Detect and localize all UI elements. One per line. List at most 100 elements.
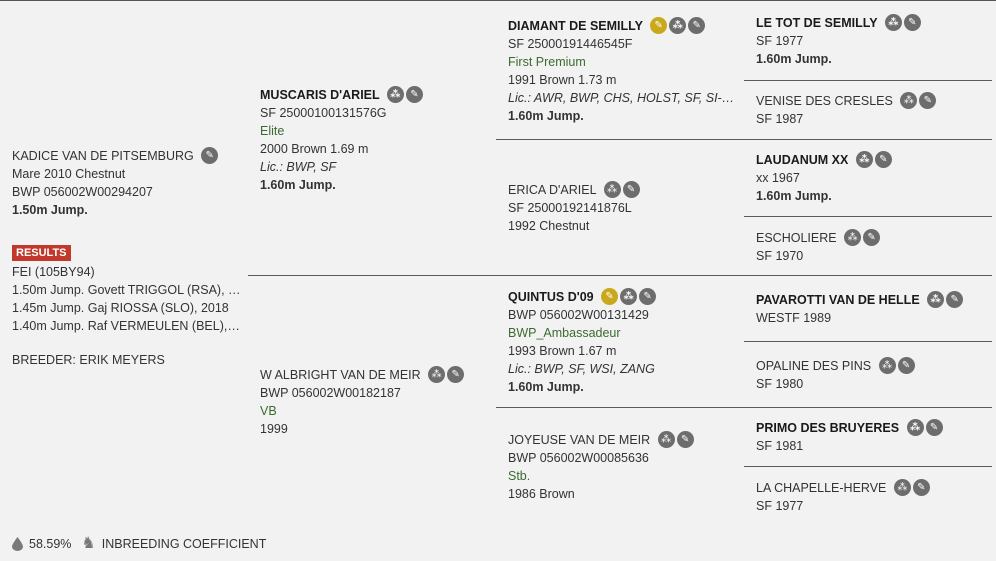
edit-icon[interactable]: ✎ <box>201 147 219 165</box>
dd-status: Stb. <box>508 469 531 484</box>
subject-column: KADICE VAN DE PITSEMBURG ✎ Mare 2010 Che… <box>0 1 248 561</box>
gg-cell: PAVAROTTI VAN DE HELLE ⁂ ✎ WESTF 1989 <box>756 291 986 327</box>
subject-name[interactable]: KADICE VAN DE PITSEMBURG <box>12 149 194 163</box>
divider <box>496 407 744 408</box>
gg-name[interactable]: PRIMO DES BRUYERES <box>756 421 900 435</box>
ss-lic: Lic.: AWR, BWP, CHS, HOLST, SF, SI-UNIR.… <box>508 91 738 106</box>
inbreeding-label[interactable]: INBREEDING COEFFICIENT <box>101 537 267 551</box>
divider <box>744 80 992 81</box>
pedigree-icon[interactable]: ⁂ <box>906 419 924 437</box>
pedigree-icon[interactable]: ⁂ <box>620 288 638 306</box>
divider <box>496 275 744 276</box>
edit-icon[interactable]: ✎ <box>676 431 694 449</box>
gg-info: SF 1977 <box>756 499 804 514</box>
edit-icon[interactable]: ✎ <box>405 86 423 104</box>
result-row: 1.45m Jump. Gaj RIOSSA (SLO), 2018 <box>12 301 229 315</box>
pedigree-icon[interactable]: ⁂ <box>657 431 675 449</box>
pedigree-icon[interactable]: ⁂ <box>669 17 687 35</box>
pedigree-icon[interactable]: ⁂ <box>927 291 945 309</box>
dam-status: VB <box>260 404 277 419</box>
divider <box>744 341 992 342</box>
edit-icon[interactable]: ✎ <box>874 151 892 169</box>
gg-name[interactable]: ESCHOLIERE <box>756 231 837 245</box>
ds-status: BWP_Ambassadeur <box>508 326 621 341</box>
sd-name[interactable]: ERICA D'ARIEL <box>508 183 597 197</box>
dam-cell: W ALBRIGHT VAN DE MEIR ⁂ ✎ BWP 056002W00… <box>260 366 490 438</box>
pedigree-icon[interactable]: ⁂ <box>855 151 873 169</box>
edit-icon[interactable]: ✎ <box>447 366 465 384</box>
edit-icon[interactable]: ✎ <box>688 17 706 35</box>
gg-level: 1.60m Jump. <box>756 52 832 67</box>
edit-icon[interactable]: ✎ <box>946 291 964 309</box>
pedigree-icon[interactable]: ⁂ <box>884 14 902 32</box>
subject-line1: Mare 2010 Chestnut <box>12 167 126 182</box>
divider <box>744 139 992 140</box>
sd-id: SF 25000192141876L <box>508 201 632 216</box>
edit-icon[interactable]: ✎ <box>639 288 657 306</box>
horse-icon: ♞ <box>81 535 96 552</box>
dd-cell: JOYEUSE VAN DE MEIR ⁂ ✎ BWP 056002W00085… <box>508 431 738 503</box>
ss-info: 1991 Brown 1.73 m <box>508 73 617 88</box>
ds-name[interactable]: QUINTUS D'09 <box>508 290 594 304</box>
result-row: 1.40m Jump. Raf VERMEULEN (BEL), 2... <box>12 319 242 333</box>
dd-name[interactable]: JOYEUSE VAN DE MEIR <box>508 433 651 447</box>
gg-name[interactable]: LAUDANUM XX <box>756 153 849 167</box>
gg-cell: PRIMO DES BRUYERES ⁂ ✎ SF 1981 <box>756 419 986 455</box>
dam-info: 1999 <box>260 422 288 437</box>
pedigree-icon[interactable]: ⁂ <box>603 181 621 199</box>
results-badge[interactable]: RESULTS <box>12 245 71 261</box>
gg-name[interactable]: OPALINE DES PINS <box>756 359 872 373</box>
approved-icon[interactable]: ✎ <box>650 17 668 35</box>
pedigree-icon[interactable]: ⁂ <box>386 86 404 104</box>
divider <box>744 216 992 217</box>
gg-name[interactable]: VENISE DES CRESLES <box>756 94 893 108</box>
dam-name[interactable]: W ALBRIGHT VAN DE MEIR <box>260 368 421 382</box>
pedigree-icon[interactable]: ⁂ <box>900 92 918 110</box>
edit-icon[interactable]: ✎ <box>897 357 915 375</box>
gg-cell: OPALINE DES PINS ⁂ ✎ SF 1980 <box>756 357 986 393</box>
edit-icon[interactable]: ✎ <box>622 181 640 199</box>
parents-column: MUSCARIS D'ARIEL ⁂ ✎ SF 25000100131576G … <box>248 1 496 561</box>
gg-name[interactable]: LA CHAPELLE-HERVE <box>756 481 887 495</box>
sire-status: Elite <box>260 124 285 139</box>
gg-name[interactable]: LE TOT DE SEMILLY <box>756 16 878 30</box>
gg-info: WESTF 1989 <box>756 311 832 326</box>
result-row: 1.50m Jump. Govett TRIGGOL (RSA), 2... <box>12 283 242 297</box>
ds-cell: QUINTUS D'09 ✎ ⁂ ✎ BWP 056002W00131429 B… <box>508 288 738 396</box>
gg-info: SF 1977 <box>756 34 804 49</box>
ss-name[interactable]: DIAMANT DE SEMILLY <box>508 19 643 33</box>
fei-id: FEI (105BY94) <box>12 265 95 279</box>
ss-level: 1.60m Jump. <box>508 109 584 124</box>
divider <box>744 407 992 408</box>
sire-level: 1.60m Jump. <box>260 178 336 193</box>
sire-name[interactable]: MUSCARIS D'ARIEL <box>260 88 380 102</box>
pedigree-icon[interactable]: ⁂ <box>893 479 911 497</box>
gg-cell: VENISE DES CRESLES ⁂ ✎ SF 1987 <box>756 92 986 128</box>
gg-cell: ESCHOLIERE ⁂ ✎ SF 1970 <box>756 229 986 265</box>
approved-icon[interactable]: ✎ <box>601 288 619 306</box>
edit-icon[interactable]: ✎ <box>919 92 937 110</box>
dd-id: BWP 056002W00085636 <box>508 451 649 466</box>
dd-info: 1986 Brown <box>508 487 575 502</box>
subject-level: 1.50m Jump. <box>12 203 88 218</box>
inbreeding-footer: 58.59% ♞ INBREEDING COEFFICIENT <box>12 535 267 552</box>
edit-icon[interactable]: ✎ <box>925 419 943 437</box>
edit-icon[interactable]: ✎ <box>912 479 930 497</box>
gg-name[interactable]: PAVAROTTI VAN DE HELLE <box>756 293 920 307</box>
edit-icon[interactable]: ✎ <box>903 14 921 32</box>
ss-cell: DIAMANT DE SEMILLY ✎ ⁂ ✎ SF 250001914465… <box>508 17 738 125</box>
pedigree-icon[interactable]: ⁂ <box>428 366 446 384</box>
divider <box>496 139 744 140</box>
edit-icon[interactable]: ✎ <box>863 229 881 247</box>
dam-id: BWP 056002W00182187 <box>260 386 401 401</box>
subject-cell: KADICE VAN DE PITSEMBURG ✎ Mare 2010 Che… <box>12 147 242 219</box>
inbreeding-percent: 58.59% <box>29 537 72 551</box>
sd-info: 1992 Chestnut <box>508 219 590 234</box>
pedigree-icon[interactable]: ⁂ <box>844 229 862 247</box>
ds-lic: Lic.: BWP, SF, WSI, ZANG <box>508 362 655 377</box>
pedigree-icon[interactable]: ⁂ <box>878 357 896 375</box>
gg-level: 1.60m Jump. <box>756 189 832 204</box>
gg-cell: LE TOT DE SEMILLY ⁂ ✎ SF 1977 1.60m Jump… <box>756 14 986 68</box>
gg-info: SF 1980 <box>756 377 804 392</box>
